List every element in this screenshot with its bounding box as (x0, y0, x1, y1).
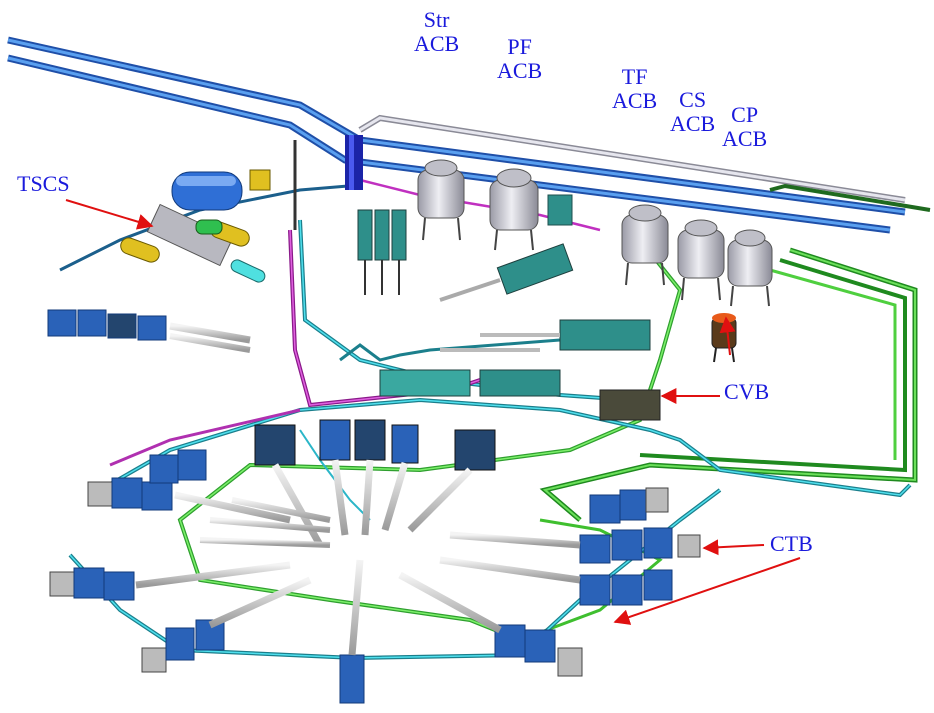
inner-current-leads (199, 419, 496, 548)
tank-str-acb (417, 159, 465, 241)
label-str-acb-line2: ACB (414, 31, 460, 56)
arrow-tscs (65, 199, 154, 230)
label-cs-acb-line2: ACB (670, 111, 716, 136)
cvb-vessel (711, 313, 737, 363)
red-arrows (65, 199, 801, 625)
teal-transfer-boxes (379, 243, 661, 421)
ctb-boxes (49, 449, 701, 704)
label-cp-acb: CP ACB (722, 103, 767, 151)
acb-tanks (417, 159, 773, 307)
label-tf-acb-line2: ACB (612, 88, 658, 113)
label-tf-acb-line1: TF (621, 64, 648, 89)
tank-cp-acb (727, 229, 773, 307)
label-pf-acb-line1: PF (507, 34, 532, 59)
arrow-ctb-upper (702, 539, 765, 556)
cyan-distribution-ring (59, 183, 912, 661)
tank-cs-acb (677, 219, 725, 301)
label-pf-acb: PF ACB (497, 35, 542, 83)
tscs-assembly (47, 169, 271, 353)
label-ctb: CTB (770, 531, 813, 556)
label-tf-acb: TF ACB (612, 65, 657, 113)
arrow-ctb-lower (613, 557, 801, 625)
label-str-acb-line1: Str (423, 7, 450, 32)
tank-tf-acb (621, 204, 669, 286)
arrow-cp-acb (719, 316, 736, 356)
central-vertical-pipe (293, 135, 363, 230)
label-str-acb: Str ACB (414, 8, 459, 56)
label-pf-acb-line2: ACB (497, 58, 543, 83)
label-cp-acb-line1: CP (731, 102, 759, 127)
main-header-pipes (7, 36, 931, 234)
label-cp-acb-line2: ACB (722, 126, 768, 151)
label-cs-acb-line1: CS (679, 87, 707, 112)
label-cvb: CVB (724, 379, 770, 404)
label-tscs: TSCS (17, 171, 70, 196)
tank-pf-acb (489, 168, 539, 251)
hanging-valve-boxes (357, 209, 407, 295)
label-cs-acb: CS ACB (670, 88, 715, 136)
